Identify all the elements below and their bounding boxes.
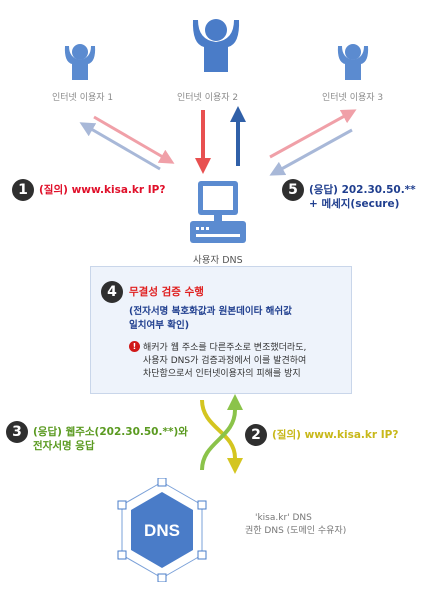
step-4-note-line3: 차단함으로서 인터넷이용자의 피해를 방지: [143, 369, 301, 379]
step-4-detail: (전자서명 복호화값과 원본데이타 해쉬값 일치여부 확인): [129, 305, 292, 333]
user-3-icon: [337, 44, 369, 80]
step-5-line2: + 메세지(secure): [309, 198, 400, 210]
arrow-user3-to-dns: [269, 128, 353, 176]
step-4-detail-line2: 일치여부 확인): [129, 320, 190, 331]
step-4-detail-line1: (전자서명 복호화값과 원본데이타 해쉬값: [129, 306, 292, 317]
step-5-badge: 5: [282, 179, 304, 201]
user-1-label: 인터넷 이용자 1: [52, 93, 114, 103]
auth-dns-label: 'kisa.kr' DNS 권한 DNS (도메인 수유자): [245, 512, 346, 538]
user-3-label: 인터넷 이용자 3: [322, 93, 384, 103]
user-1-icon: [64, 44, 96, 80]
arrow-dns-to-user3: [269, 109, 357, 159]
step-3-badge: 3: [6, 421, 28, 443]
arrow-user1-to-dns: [93, 115, 175, 164]
arrow-response-to-user-dns: [200, 394, 243, 471]
integrity-verification-box: 4 무결성 검증 수행 (전자서명 복호화값과 원본데이타 해쉬값 일치여부 확…: [90, 266, 352, 394]
user-dns-computer-icon: [190, 181, 246, 243]
user-dns-label: 사용자 DNS: [193, 255, 243, 266]
step-2-text: (질의) www.kisa.kr IP?: [272, 429, 399, 441]
step-4-badge: 4: [101, 281, 123, 303]
user-2-icon: [192, 19, 240, 72]
step-3-line2: 전자서명 응답: [33, 440, 95, 452]
auth-dns-label-line1: 'kisa.kr' DNS: [255, 513, 312, 523]
step-4-title: 무결성 검증 수행: [129, 286, 204, 298]
step-3-line1: (응답) 웹주소(202.30.50.**)와: [33, 426, 188, 438]
auth-dns-hex-label: DNS: [144, 521, 180, 540]
warning-icon: !: [129, 341, 140, 352]
step-4-note-line2: 사용자 DNS가 검증과정에서 이를 발견하여: [143, 356, 307, 366]
arrow-dns-to-user1: [79, 122, 161, 171]
step-1-text: (질의) www.kisa.kr IP?: [39, 184, 166, 196]
step-5-line1: (응답) 202.30.50.**: [309, 184, 416, 196]
step-2-badge: 2: [245, 424, 267, 446]
step-4-note-line1: 해커가 웹 주소를 다른주소로 변조했더라도,: [143, 343, 307, 353]
auth-dns-hexagon-icon: DNS: [117, 478, 207, 582]
arrow-query-to-auth: [200, 399, 243, 474]
user-2-label: 인터넷 이용자 2: [177, 93, 239, 103]
auth-dns-label-line2: 권한 DNS (도메인 수유자): [245, 526, 347, 536]
step-3-text: (응답) 웹주소(202.30.50.**)와 전자서명 응답: [33, 425, 188, 453]
step-1-badge: 1: [12, 179, 34, 201]
step-4-note: !해커가 웹 주소를 다른주소로 변조했더라도, 사용자 DNS가 검증과정에서…: [129, 341, 306, 381]
step-5-text: (응답) 202.30.50.** + 메세지(secure): [309, 183, 416, 211]
